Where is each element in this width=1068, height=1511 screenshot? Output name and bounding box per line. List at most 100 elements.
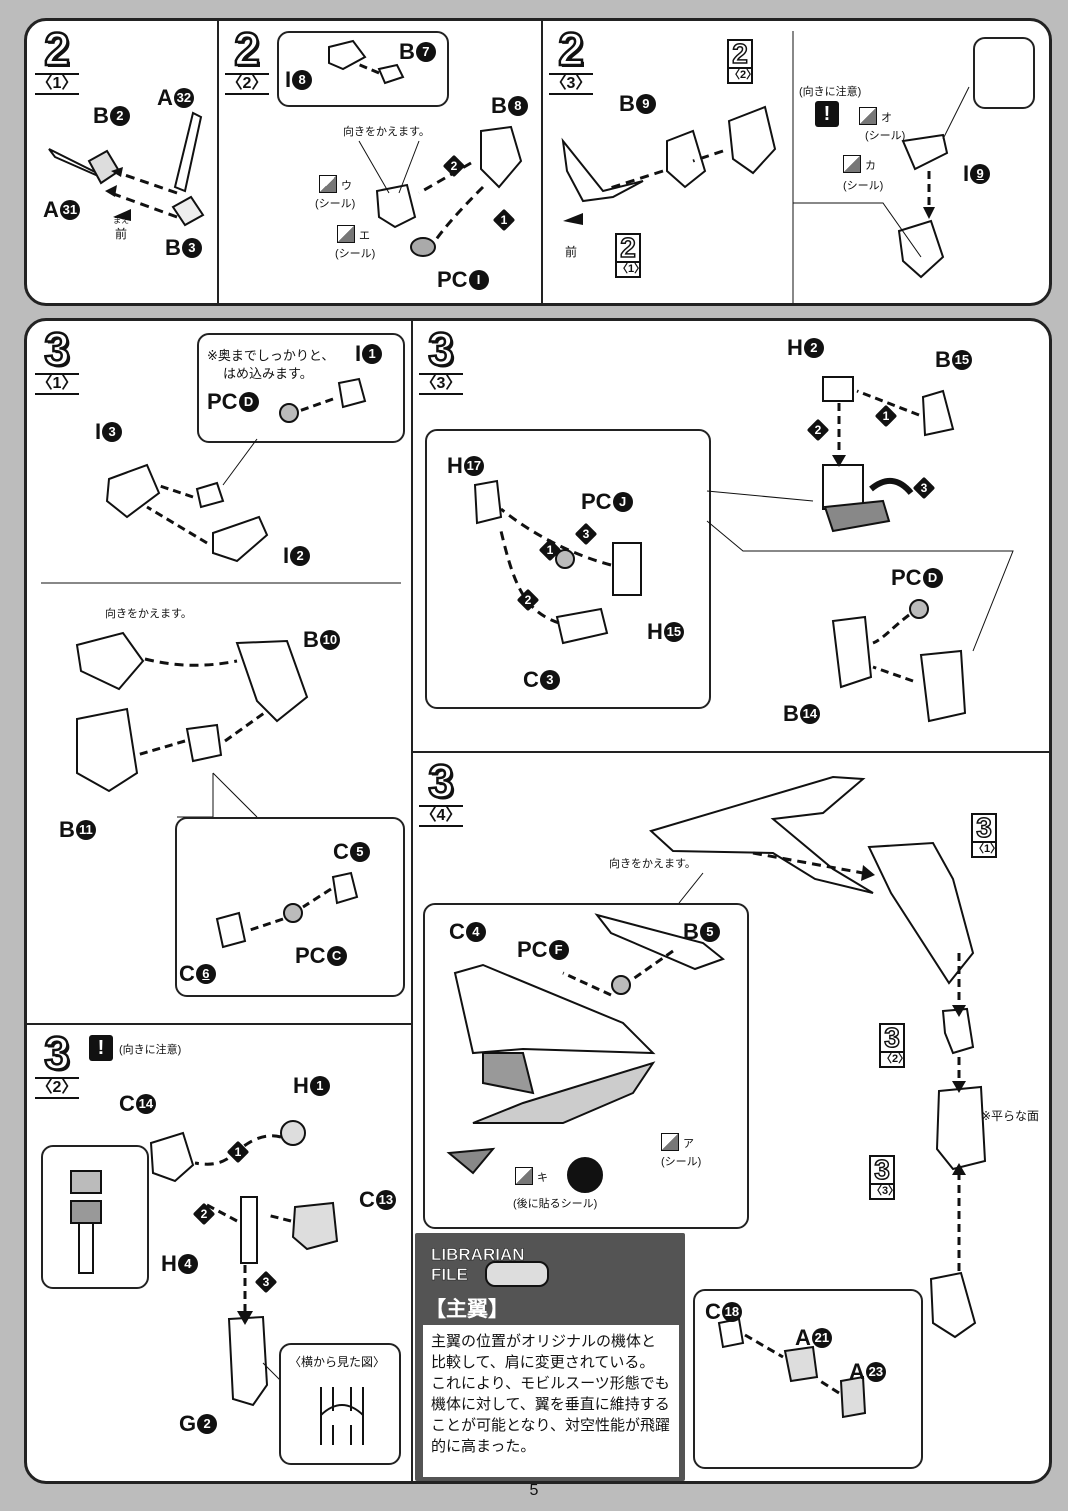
step-3-4-section: 3 〈4〉 向きをかえます。 [413,753,1049,1481]
waist-joint-drawing [473,376,1014,723]
shoulder-parts-drawing [41,377,401,818]
hip-joint-drawing [70,1120,339,1407]
order-2-icon: 2 [192,1202,216,1226]
order-1-icon: 1 [538,538,562,562]
librarian-heading: 【主翼】 [425,1298,509,1321]
order-3-icon: 3 [254,1270,278,1294]
librarian-line: 的に高まった。 [431,1438,536,1455]
step-number: 2 [233,23,261,75]
order-2-icon: 2 [516,588,540,612]
order-2-icon: 2 [442,154,466,178]
hinge-detail-drawing [215,871,359,949]
caution-icon: ! [815,101,839,127]
librarian-title-line-2: FILE [431,1265,468,1285]
flat-face-note: ※平らな面 [981,1109,1040,1123]
order-1-icon: 1 [492,208,516,232]
step-number: 3 [43,323,71,375]
step-sub-number: 〈3〉 [419,373,463,395]
librarian-emblem-icon [485,1261,549,1287]
step-3-2-section: 3 〈2〉 ! (向きに注意) 〈横から見た図〉 [27,1025,411,1481]
seal-ka-code: カ [865,160,876,172]
side-view-callout [279,1343,401,1465]
seal-o-icon [859,107,877,125]
librarian-line: これにより、モビルスーツ形態でも [431,1375,670,1392]
step-number: 3 [427,323,455,375]
main-wing-drawing [446,775,987,1419]
librarian-line: 主翼の位置がオリジナルの機体と [431,1333,657,1350]
backpack-detail-callout [693,1289,923,1469]
step-sub-number: 〈3〉 [549,73,593,95]
turn-note: 向きをかえます。 [609,858,696,870]
librarian-title-line-1: LIBRARIAN [431,1245,525,1265]
order-1-icon: 1 [226,1140,250,1164]
ref-step-2-1: 2〈1〉 [615,233,645,278]
seal-o-word: (シール) [865,130,906,142]
step-number: 2 [43,23,71,75]
later-seal-note: (後に貼るシール) [513,1198,598,1210]
seal-ki-code: キ [537,1172,548,1184]
joint-detail-callout [425,429,711,709]
step-sub-number: 〈2〉 [225,73,269,95]
front-ruby: まえ [113,216,129,225]
seal-a-code: ア [683,1138,694,1150]
step-number: 3 [427,755,455,807]
librarian-body: 主翼の位置がオリジナルの機体と 比較して、肩に変更されている。 これにより、モビ… [431,1331,679,1457]
seal-ka-icon [843,155,861,173]
head-assembly-drawing [561,31,970,303]
caution-note: (向きに注意) [799,86,862,98]
side-view-drawing [320,1387,364,1445]
step-3-1-section: 3 〈1〉 ※奥までしっかりと、 はめ込みます。 [27,321,411,1023]
step-sub-number: 〈1〉 [35,373,79,395]
order-1-icon: 1 [874,404,898,428]
seal-u-code: ウ [341,180,352,192]
librarian-line: 機体に対して、翼を垂直に維持する [431,1396,670,1413]
callout-note-line-2: はめ込みます。 [223,366,313,381]
ref-step-3-3: 3〈3〉 [869,1155,899,1200]
librarian-line: ことが可能となり、対空性能が飛躍 [431,1417,670,1434]
order-3-icon: 3 [574,522,598,546]
step-number: 3 [43,1027,71,1079]
librarian-text-area [423,1325,679,1477]
callout-note-line-1: ※奥までしっかりと、 [207,348,335,363]
step-3-panel: 3 〈1〉 ※奥までしっかりと、 はめ込みます。 [24,318,1052,1484]
librarian-line: 比較して、肩に変更されている。 [431,1354,655,1371]
order-3-icon: 3 [912,476,936,500]
step-sub-number: 〈2〉 [35,1077,79,1099]
seal-e-code: エ [359,230,370,242]
seal-e-word: (シール) [335,248,376,260]
step-sub-number: 〈4〉 [419,805,463,827]
page-number: 5 [529,1482,539,1499]
step-number: 2 [557,23,585,75]
antenna-detail-callout [973,37,1035,109]
turn-note: 向きをかえます。 [105,608,192,620]
